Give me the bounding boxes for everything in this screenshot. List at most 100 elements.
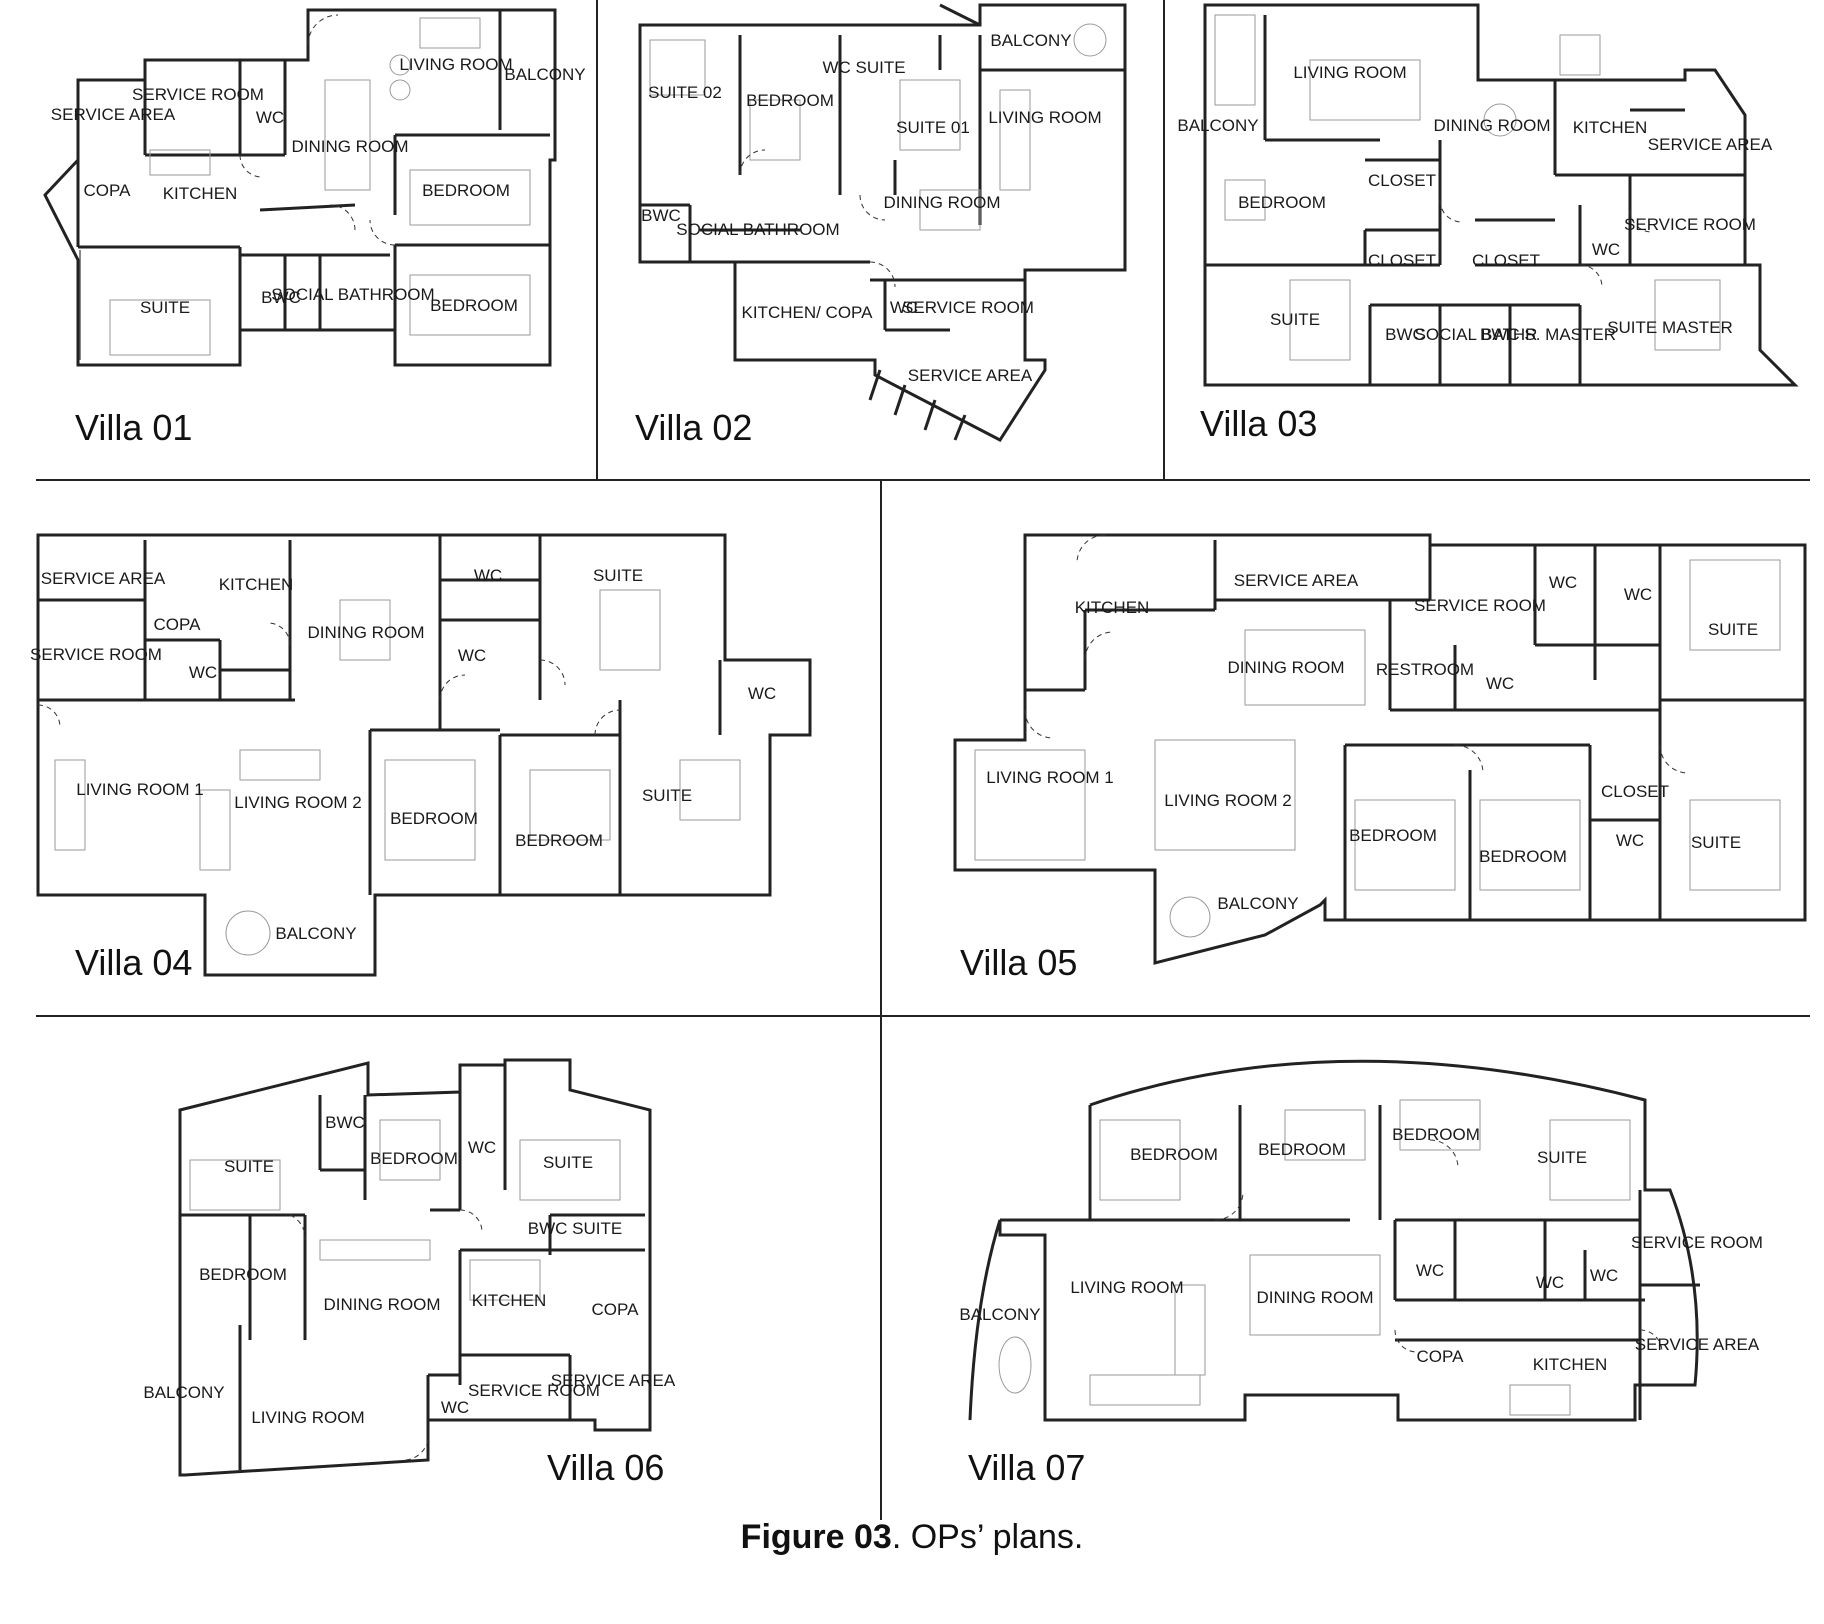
- room-label: SERVICE AREA: [51, 105, 176, 124]
- room-label: KITCHEN: [1573, 118, 1648, 137]
- room-label: WC: [1549, 573, 1577, 592]
- villa-title: Villa 01: [75, 407, 192, 448]
- room-label: BEDROOM: [1392, 1125, 1480, 1144]
- room-label: BEDROOM: [1258, 1140, 1346, 1159]
- villa-05-labels: SERVICE AREA KITCHEN SERVICE ROOM WC WC …: [960, 571, 1758, 983]
- room-label: DINING ROOM: [1433, 116, 1550, 135]
- room-label: BEDROOM: [1479, 847, 1567, 866]
- room-label: WC: [189, 663, 217, 682]
- room-label: LIVING ROOM: [1070, 1278, 1183, 1297]
- room-label: LIVING ROOM: [1293, 63, 1406, 82]
- room-label: COPA: [154, 615, 202, 634]
- room-label: SUITE: [1691, 833, 1741, 852]
- room-label: CLOSET: [1368, 251, 1436, 270]
- room-label: BALCONY: [143, 1383, 224, 1402]
- room-label: LIVING ROOM: [251, 1408, 364, 1427]
- room-label: BEDROOM: [422, 181, 510, 200]
- room-label: SUITE: [1537, 1148, 1587, 1167]
- room-label: WC: [468, 1138, 496, 1157]
- room-label: KITCHEN: [472, 1291, 547, 1310]
- villa-06-plan: [178, 1058, 652, 1477]
- villa-title: Villa 02: [635, 407, 752, 448]
- room-label: LIVING ROOM: [399, 55, 512, 74]
- room-label: BWC: [641, 206, 681, 225]
- room-label: SUITE 01: [896, 118, 970, 137]
- room-label: LIVING ROOM: [988, 108, 1101, 127]
- room-label: SERVICE ROOM: [30, 645, 162, 664]
- room-label: BWC: [325, 1113, 365, 1132]
- room-label: DINING ROOM: [883, 193, 1000, 212]
- room-label: KITCHEN: [219, 575, 294, 594]
- room-label: LIVING ROOM 1: [986, 768, 1114, 787]
- room-label: SERVICE ROOM: [1624, 215, 1756, 234]
- room-label: BEDROOM: [199, 1265, 287, 1284]
- room-label: CLOSET: [1601, 782, 1669, 801]
- room-label: SUITE: [1270, 310, 1320, 329]
- room-label: SERVICE AREA: [41, 569, 166, 588]
- room-label: DINING ROOM: [1227, 658, 1344, 677]
- room-label: BEDROOM: [390, 809, 478, 828]
- room-label: SOCIAL BATHROOM: [271, 285, 434, 304]
- villa-title: Villa 03: [1200, 403, 1317, 444]
- room-label: BWC: [1385, 325, 1425, 344]
- room-label: KITCHEN: [1533, 1355, 1608, 1374]
- villa-07-plan: [968, 1059, 1700, 1422]
- room-label: LIVING ROOM 2: [234, 793, 362, 812]
- room-label: WC: [890, 298, 918, 317]
- room-label: DINING ROOM: [323, 1295, 440, 1314]
- room-label: BEDROOM: [1349, 826, 1437, 845]
- villa-01-plan: [43, 8, 557, 367]
- villa-title: Villa 07: [968, 1447, 1085, 1488]
- room-label: WC: [1592, 240, 1620, 259]
- room-label: COPA: [1417, 1347, 1465, 1366]
- room-label: WC: [1536, 1273, 1564, 1292]
- room-label: WC: [1416, 1261, 1444, 1280]
- room-label: COPA: [84, 181, 132, 200]
- room-label: BALCONY: [959, 1305, 1040, 1324]
- room-label: SUITE 02: [648, 83, 722, 102]
- room-label: SUITE: [224, 1157, 274, 1176]
- room-label: BEDROOM: [1238, 193, 1326, 212]
- room-label: DINING ROOM: [291, 137, 408, 156]
- room-label: SUITE: [1708, 620, 1758, 639]
- room-label: BEDROOM: [515, 831, 603, 850]
- room-label: BALCONY: [990, 31, 1071, 50]
- room-label: WC: [441, 1398, 469, 1417]
- room-label: WC: [1616, 831, 1644, 850]
- room-label: SERVICE AREA: [1234, 571, 1359, 590]
- room-label: SOCIAL BATHR: [1415, 325, 1538, 344]
- room-label: LIVING ROOM 2: [1164, 791, 1292, 810]
- floor-plans-svg: SERVICE ROOM LIVING ROOM BALCONY SERVICE…: [30, 0, 1810, 1520]
- room-label: BEDROOM: [370, 1149, 458, 1168]
- room-label: LIVING ROOM 1: [76, 780, 204, 799]
- room-label: SUITE MASTER: [1607, 318, 1733, 337]
- room-label: WC: [748, 684, 776, 703]
- room-label: SERVICE ROOM: [1414, 596, 1546, 615]
- room-label: BWC S. MASTER: [1480, 325, 1616, 344]
- room-label: SERVICE AREA: [908, 366, 1033, 385]
- room-label: BWC: [261, 288, 301, 307]
- room-label: SERVICE ROOM: [132, 85, 264, 104]
- room-label: WC: [458, 646, 486, 665]
- room-label: CLOSET: [1368, 171, 1436, 190]
- room-label: CLOSET: [1472, 251, 1540, 270]
- villa-03-labels: LIVING ROOM BALCONY DINING ROOM KITCHEN …: [1177, 63, 1772, 444]
- panel-dividers: [36, 0, 1810, 1520]
- room-label: KITCHEN: [1075, 598, 1150, 617]
- villa-04-plan: [36, 533, 812, 977]
- villa-03-plan: [1203, 3, 1799, 387]
- villa-05-plan: [953, 533, 1807, 965]
- villa-title: Villa 05: [960, 942, 1077, 983]
- villa-07-labels: BEDROOM BEDROOM BEDROOM SUITE SERVICE RO…: [959, 1125, 1763, 1488]
- room-label: SERVICE AREA: [1648, 135, 1773, 154]
- figure-caption-text: . OPs’ plans.: [891, 1518, 1084, 1556]
- room-label: SERVICE AREA: [1635, 1335, 1760, 1354]
- room-label: DINING ROOM: [307, 623, 424, 642]
- room-label: SERVICE ROOM: [1631, 1233, 1763, 1252]
- room-label: BALCONY: [1217, 894, 1298, 913]
- room-label: KITCHEN/ COPA: [742, 303, 874, 322]
- room-label: SUITE: [593, 566, 643, 585]
- room-label: SERVICE ROOM: [468, 1381, 600, 1400]
- room-label: BEDROOM: [1130, 1145, 1218, 1164]
